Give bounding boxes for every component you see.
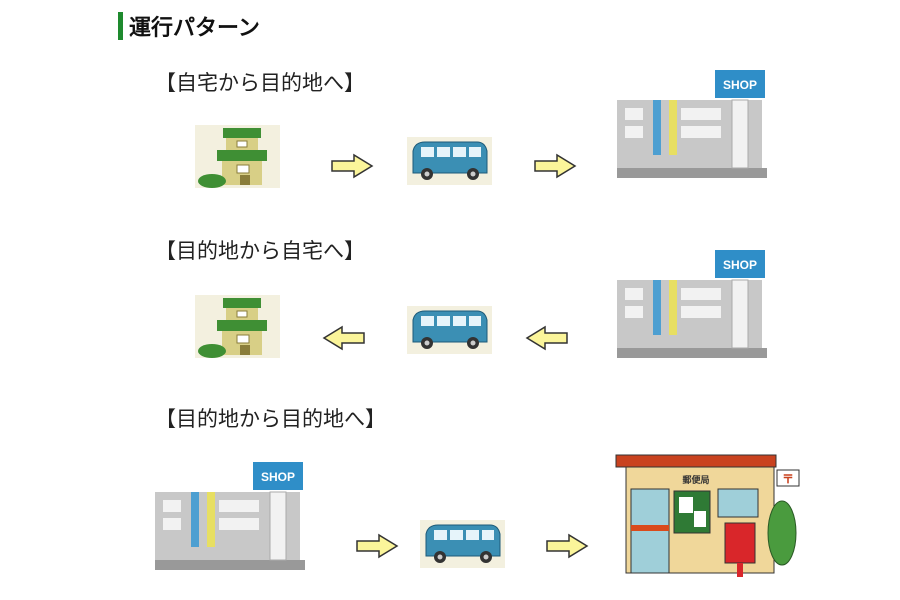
- title-accent-bar: [118, 12, 123, 40]
- shop-sign: SHOP: [723, 78, 757, 92]
- shop-icon: SHOP: [155, 462, 305, 572]
- house-icon: [195, 125, 280, 188]
- arrow-right-icon: [355, 533, 399, 559]
- page-title: 運行パターン: [129, 16, 260, 41]
- van-icon: [420, 520, 505, 568]
- shop-sign: SHOP: [723, 258, 757, 272]
- shop-icon: SHOP: [617, 250, 767, 360]
- arrow-right-icon: [545, 533, 589, 559]
- pattern-label-destination-to-destination: 【目的地から目的地へ】: [155, 407, 386, 431]
- post-office-sign: 郵便局: [682, 474, 709, 486]
- arrow-right-icon: [330, 153, 374, 179]
- arrow-right-icon: [533, 153, 577, 179]
- van-icon: [407, 306, 492, 354]
- arrow-left-icon: [525, 325, 569, 351]
- arrow-left-icon: [322, 325, 366, 351]
- pattern-label-home-to-destination: 【自宅から目的地へ】: [155, 71, 365, 95]
- pattern-label-destination-to-home: 【目的地から自宅へ】: [155, 239, 365, 263]
- van-icon: [407, 137, 492, 185]
- house-icon: [195, 295, 280, 358]
- shop-sign: SHOP: [261, 470, 295, 484]
- post-office-icon: 〒 郵便局: [615, 454, 800, 577]
- shop-icon: SHOP: [617, 70, 767, 180]
- svg-text:〒: 〒: [782, 472, 794, 486]
